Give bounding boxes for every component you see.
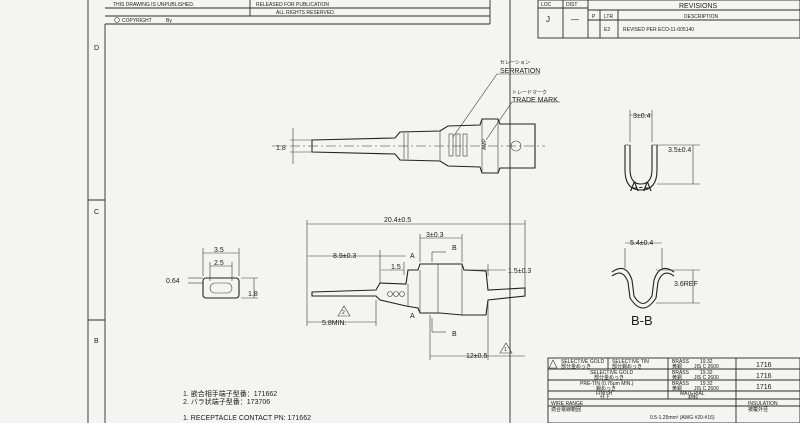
contact-end-view: 3.5 2.5 0.64 1.8 <box>166 247 258 299</box>
title-block: THIS DRAWING IS UNPUBLISHED. RELEASED FO… <box>105 0 490 24</box>
row3-left-en: PRE-TIN (0.76μm MIN.) <box>580 381 634 387</box>
len-15b-label: 1.5±0.3 <box>508 268 531 275</box>
wire-range-jp: 適合電線範囲 <box>551 406 581 413</box>
aa-height-label: 3.5±0.4 <box>668 147 691 154</box>
sheet-border <box>87 0 511 423</box>
note-flag-1-icon <box>499 342 513 354</box>
dist-value: — <box>571 15 579 24</box>
note-flag-2-icon <box>337 305 351 317</box>
contact-top-view: AMP 1.8 セレーション SERRATION トレードマーク TRADE M… <box>272 60 560 174</box>
ew-064-label: 0.64 <box>166 278 180 285</box>
row3-spec: 19.32 <box>700 381 713 387</box>
ew-18-label: 1.8 <box>248 291 258 298</box>
p-header: P <box>592 14 596 20</box>
released-text: RELEASED FOR PUBLICATION <box>256 2 329 8</box>
trade-mark-jp-label: トレードマーク <box>512 90 547 96</box>
row3-mat: BRASS <box>672 381 690 387</box>
row3-mat-jp: 黄銅 <box>672 385 682 392</box>
finish-jp: 仕上 <box>600 394 610 401</box>
row1-spec-jp: JIS C 2600 <box>694 364 719 370</box>
note-1-jp: 1. 嵌合相手端子型番：171662 <box>183 389 277 398</box>
bb-title: B-B <box>631 313 653 328</box>
flag-2-text: 2 <box>342 310 345 316</box>
section-aa: 3±0.4 3.5±0.4 A-A <box>624 110 700 194</box>
contact-side-view: 20.4±0.5 8.9±0.3 3±0.3 1.5 1.5±0.3 5.8MI… <box>306 217 531 360</box>
ltr-value: E2 <box>604 27 610 33</box>
finish-label: FINISH <box>596 391 613 397</box>
insulation-jp: 被覆外径 <box>748 406 768 413</box>
len-12-label: 12±0.5 <box>466 353 487 360</box>
dist-header: DIST <box>566 2 577 8</box>
section-b-top: B <box>452 245 457 252</box>
row1-left-en: SELECTIVE GOLD <box>561 359 604 365</box>
note-2-jp: 2. バラ状端子型番：173706 <box>183 397 270 406</box>
ew-35-label: 3.5 <box>214 247 224 254</box>
wire-range-label: WIRE RANGE <box>551 401 584 407</box>
row2-spec: 19.32 <box>700 370 713 376</box>
row2-left-en: SELECTIVE GOLD <box>590 370 633 376</box>
ltr-header: LTR <box>604 14 613 20</box>
wire-range-value: 0.5-1.25mm² (AWG #20-#16) <box>650 415 715 421</box>
unpublished-text: THIS DRAWING IS UNPUBLISHED. <box>113 2 194 8</box>
zone-c: C <box>94 209 99 216</box>
bb-ref-label: 3.6REF <box>674 281 698 288</box>
flag-1-text: 1 <box>504 347 507 353</box>
row1-flag-icon <box>548 359 558 369</box>
row1-left-jp: 部分金めっき <box>561 363 591 370</box>
row1-spec: 19.32 <box>700 359 713 365</box>
row3-spec-jp: JIS C 2600 <box>694 386 719 392</box>
overall-length-label: 20.4±0.5 <box>384 217 411 224</box>
bb-width-label: 5.4±0.4 <box>630 240 653 247</box>
trade-mark-label: TRADE MARK <box>512 97 558 104</box>
zone-b: B <box>94 338 99 345</box>
ew-25-label: 2.5 <box>214 260 224 267</box>
insulation-label: INSULATION <box>748 401 778 407</box>
row3-left-jp: 錫めっき <box>596 385 616 392</box>
notes: 1. 嵌合相手端子型番：171662 2. バラ状端子型番：173706 1. … <box>183 389 311 422</box>
loc-value: J <box>546 15 550 24</box>
row2-left-jp: 部分金めっき <box>594 374 624 381</box>
material-label: MATERIAL <box>680 391 705 397</box>
row3-pn: 1716 <box>756 384 772 391</box>
section-a-bottom: A <box>410 313 415 320</box>
all-rights-text: ALL RIGHTS RESERVED. <box>276 10 335 16</box>
top-dia-label: 1.8 <box>276 145 286 152</box>
by-text: By <box>166 18 172 24</box>
copyright-icon <box>114 17 120 23</box>
loc-header: LOC <box>541 2 552 8</box>
zone-d: D <box>94 45 99 52</box>
row2-spec-jp: JIS C 2600 <box>694 375 719 381</box>
row1-mat: BRASS <box>672 359 690 365</box>
section-b-bottom: B <box>452 331 457 338</box>
amp-stamp: AMP <box>482 139 488 151</box>
revisions-block: LOC DIST J — REVISIONS P LTR DESCRIPTION… <box>537 0 800 39</box>
serration-label: SERRATION <box>500 68 540 75</box>
row2-pn: 1716 <box>756 373 772 380</box>
len-58-label: 5.8MIN. <box>322 320 347 327</box>
section-a-top: A <box>410 253 415 260</box>
revisions-title: REVISIONS <box>679 3 717 10</box>
finish-table: SELECTIVE GOLD 部分金めっき SELECTIVE TIN 部分錫め… <box>547 357 800 423</box>
aa-width-label: 3±0.4 <box>633 113 651 120</box>
row1-mat-jp: 黄銅 <box>672 363 682 370</box>
len-15-label: 1.5 <box>391 264 401 271</box>
material-jp: 材料 <box>688 394 698 401</box>
len-3-label: 3±0.3 <box>426 232 444 239</box>
len-89-label: 8.9±0.3 <box>333 253 356 260</box>
row1-right-jp: 部分錫めっき <box>612 363 642 370</box>
row1-pn: 1716 <box>756 362 772 369</box>
serration-jp-label: セレーション <box>500 60 530 66</box>
desc-header: DESCRIPTION <box>684 14 719 20</box>
row2-mat: BRASS <box>672 370 690 376</box>
aa-title: A-A <box>630 179 652 194</box>
section-bb: 5.4±0.4 3.6REF B-B <box>611 240 700 328</box>
copyright-text: COPYRIGHT <box>122 18 152 24</box>
row1-right-en: SELECTIVE TIN <box>612 359 649 365</box>
row2-mat-jp: 黄銅 <box>672 374 682 381</box>
note-1-en: 1. RECEPTACLE CONTACT PN: 171662 <box>183 415 311 422</box>
desc-value: REVISED PER ECO-11-005140 <box>623 27 694 33</box>
